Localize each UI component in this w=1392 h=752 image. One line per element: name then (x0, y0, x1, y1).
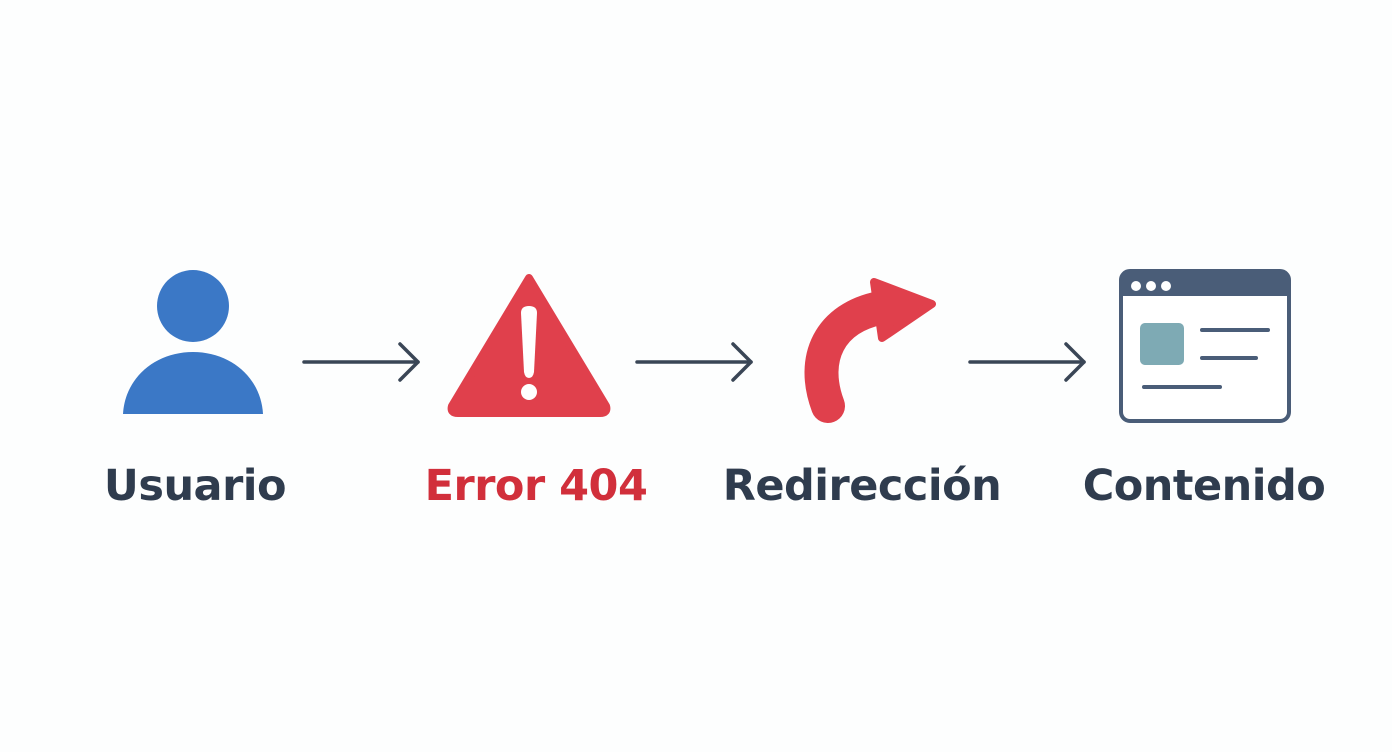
connector-arrow-3 (968, 342, 1086, 382)
connector-arrow-1 (302, 342, 420, 382)
step-label-usuario: Usuario (103, 461, 287, 511)
step-label-contenido: Contenido (1082, 461, 1326, 511)
browser-window-icon (1119, 269, 1291, 423)
step-label-redireccion: Redirección (722, 461, 1002, 511)
warning-icon (447, 274, 611, 417)
redirect-arrow-icon (804, 278, 936, 423)
connector-arrow-2 (635, 342, 753, 382)
user-icon (123, 270, 263, 414)
step-label-error-404: Error 404 (424, 461, 648, 511)
